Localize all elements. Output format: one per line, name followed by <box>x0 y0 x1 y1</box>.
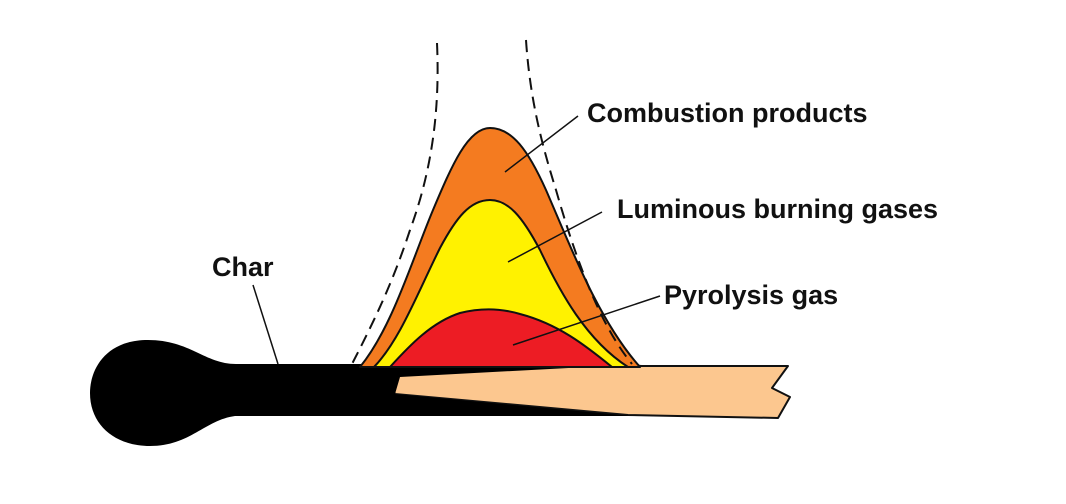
pyrolysis-gas-leader <box>512 295 661 346</box>
combustion-products-leader <box>504 115 579 173</box>
luminous-burning-gases-leader <box>507 211 603 263</box>
pyrolysis-gas-label: Pyrolysis gas <box>664 280 838 310</box>
combustion-products-label: Combustion products <box>587 98 867 128</box>
char-label: Char <box>212 252 274 282</box>
unburnt-wood <box>384 365 791 419</box>
plume-boundary-right <box>525 39 633 365</box>
pyrolysis-gas-zone <box>389 308 613 368</box>
plume-boundary-left <box>351 42 439 365</box>
char-leader <box>252 284 279 365</box>
luminous-burning-gases-label: Luminous burning gases <box>617 194 938 224</box>
